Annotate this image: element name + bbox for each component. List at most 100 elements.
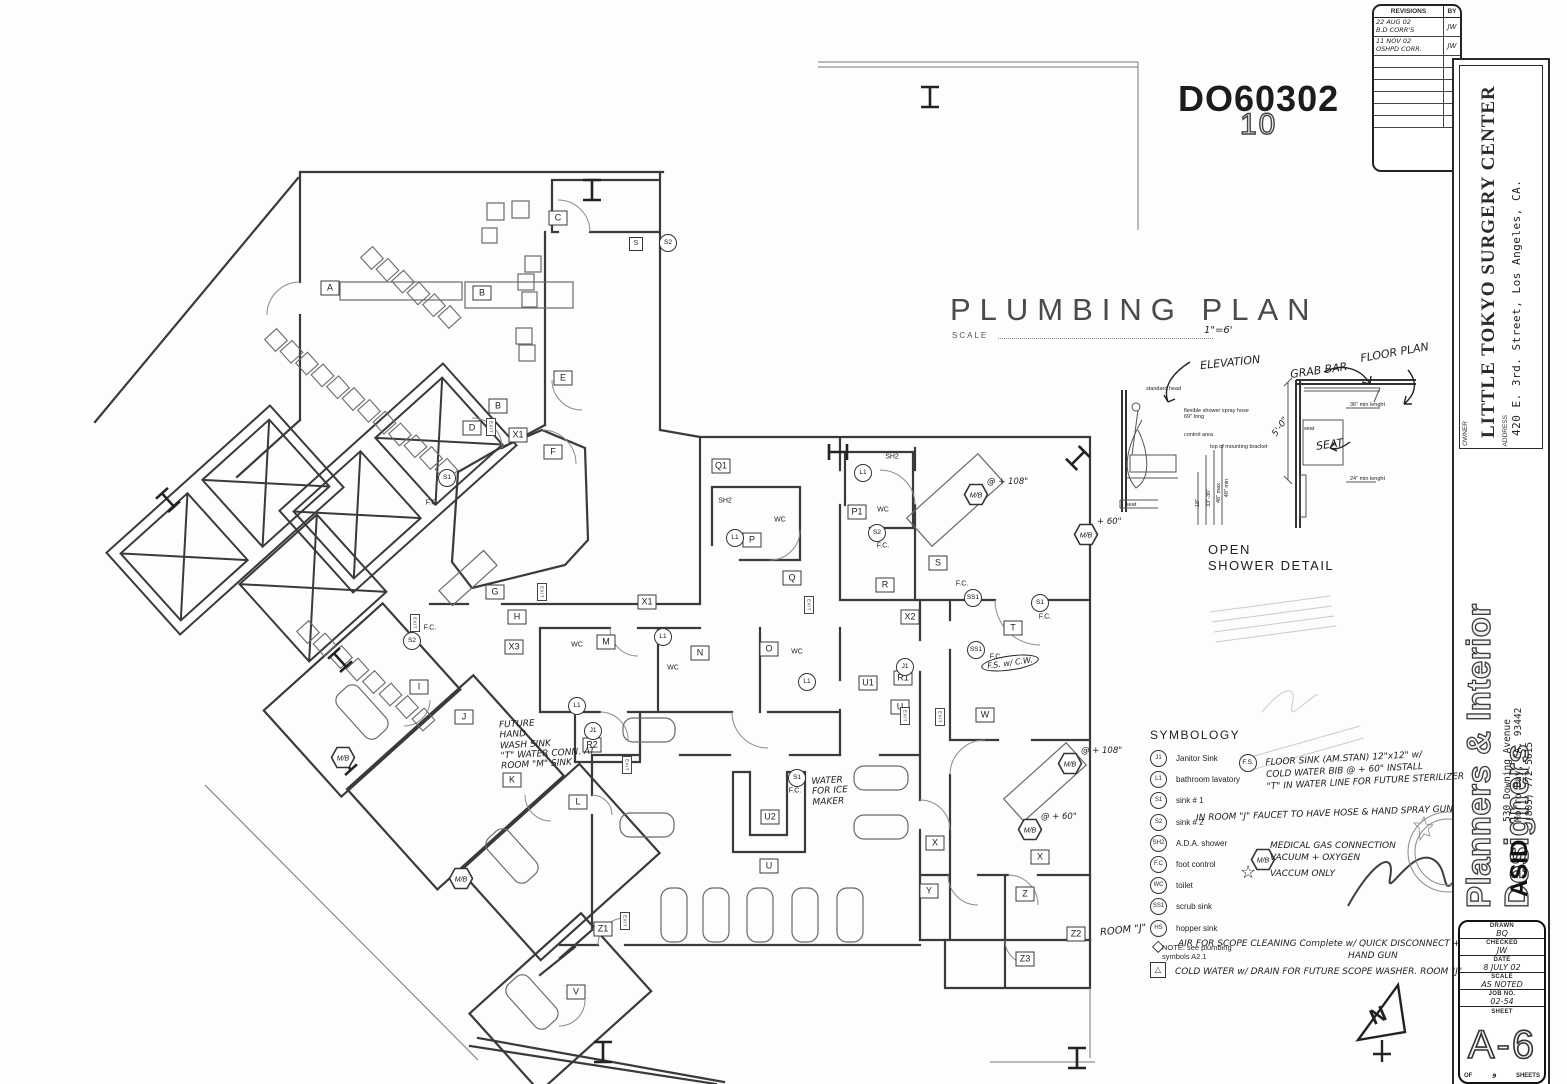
shower-standard-head-label: standard head [1146, 386, 1182, 392]
symbol-badge: F.C [1150, 855, 1167, 873]
revision-row-empty [1374, 116, 1460, 128]
symbology-item: L1 bathroom lavatory [1150, 771, 1450, 789]
revisions-title: REVISIONS [1374, 6, 1444, 17]
symbology-item: WC toilet [1150, 877, 1450, 895]
revision-row-empty [1374, 68, 1460, 80]
symbology-title: SYMBOLOGY [1150, 728, 1241, 742]
shower-seat-label: seat [1126, 502, 1137, 508]
diamond-icon: ◇ [1152, 938, 1165, 955]
scale-row: SCALE 1"=6' [952, 325, 1262, 340]
sheet-number: A-6 [1467, 1022, 1537, 1068]
firm-address-1: 530 Downing Avenue [1502, 719, 1513, 822]
of-value: 9 [1492, 1073, 1497, 1080]
dim-18: 18" [1195, 498, 1202, 508]
owner-label: OWNER [1462, 421, 1469, 446]
symbol-badge: HS [1150, 919, 1167, 937]
symbology-item: J1 Janitor Sink [1150, 750, 1450, 767]
revision-row-empty [1374, 104, 1460, 116]
title-block: OWNER LITTLE TOKYO SURGERY CENTER ADDRES… [1452, 58, 1550, 1084]
firm-block: Planners & Interior Designers 530 Downin… [1454, 452, 1548, 912]
symbol-badge: L1 [1150, 771, 1167, 789]
revision-row-empty [1374, 56, 1460, 68]
shower-detail: standard head flexible shower spray hose… [1118, 340, 1430, 590]
symbology-item: HS hopper sink [1150, 919, 1450, 937]
symbol-desc: scrub sink [1176, 902, 1213, 912]
svg-text:M/B: M/B [1257, 858, 1270, 865]
symbol-desc: A.D.A. shower [1176, 838, 1228, 848]
revisions-by-label: BY [1447, 8, 1457, 15]
vacuum-only-note: VACCUM ONLY [1270, 869, 1335, 879]
address-label: ADDRESS [1502, 414, 1509, 446]
shower-control-area-label: control area [1184, 432, 1214, 438]
star-icon: ☆ [1240, 862, 1257, 882]
shower-seat-label-2: seat [1304, 426, 1315, 432]
dim-48-min: 48" min [1224, 478, 1231, 498]
owner-box: OWNER LITTLE TOKYO SURGERY CENTER ADDRES… [1459, 65, 1543, 449]
dim-36-min: 36" min lenght [1350, 402, 1385, 408]
symbol-desc: sink # 1 [1176, 796, 1204, 806]
scale-rule [998, 338, 1213, 339]
owner-name: LITTLE TOKYO SURGERY CENTER [1478, 85, 1499, 438]
firm-address-3: (805) 772-5615 [1524, 741, 1535, 822]
symbol-badge: S2 [1150, 813, 1167, 831]
symbol-desc: toilet [1176, 881, 1193, 891]
symbol-badge: WC [1150, 877, 1167, 895]
drawn-label: DRAWN [1489, 923, 1515, 929]
shower-hose-label: flexible shower spray hose 69" long [1184, 408, 1249, 420]
asid-label: ASID [1506, 839, 1533, 897]
symbol-desc: hopper sink [1176, 923, 1218, 933]
checked-label: CHECKED [1486, 940, 1518, 946]
north-arrow: N [1355, 981, 1407, 1062]
shower-caption-detail: SHOWER DETAIL [1208, 558, 1335, 573]
shower-caption-open: OPEN [1208, 542, 1251, 557]
checked-value: JW [1496, 946, 1508, 955]
symbol-badge: SH2 [1150, 834, 1167, 852]
symbology-item: SS1 scrub sink [1150, 898, 1450, 916]
symbol-badge: SS1 [1150, 898, 1167, 916]
fs-symbol: F.S. [1239, 754, 1257, 772]
date-label: DATE [1493, 957, 1511, 963]
symbol-desc: foot control [1176, 859, 1216, 869]
symbol-desc: Janitor Sink [1176, 754, 1218, 763]
symbol-desc: sink # 2 [1176, 817, 1204, 827]
drawn-value: BQ [1496, 929, 1508, 938]
shower-bracket-label: top of mounting bracket [1210, 444, 1268, 450]
dim-24-min: 24" min lenght [1350, 476, 1385, 482]
symbol-badge: S1 [1150, 792, 1167, 810]
revision-row-empty [1374, 80, 1460, 92]
symbology-item: SH2 A.D.A. shower [1150, 834, 1450, 852]
dim-33-36: 33"-36" [1205, 489, 1212, 507]
drawing-number: DO60302 [1178, 78, 1340, 119]
dim-48-max: 48" max [1216, 483, 1222, 503]
revisions-header: REVISIONS BY [1374, 6, 1460, 18]
revision-row-empty [1374, 92, 1460, 104]
sheets-label: SHEETS [1515, 1073, 1540, 1079]
symbology-item: S1 sink # 1 [1150, 792, 1450, 810]
owner-address: 420 E. 3rd. Street, Los Angeles, CA. [1510, 179, 1523, 436]
symbol-badge: J1 [1150, 750, 1167, 767]
job-label: JOB NO. [1488, 991, 1516, 997]
scale-label-stamp: SCALE [1491, 974, 1513, 980]
of-label: OF [1464, 1073, 1473, 1079]
drawing-number-sub: 10 [1239, 107, 1278, 141]
scale-value: 1"=6' [1204, 325, 1233, 336]
symbol-desc: bathroom lavatory [1176, 775, 1241, 785]
symbology-item: F.C foot control [1150, 855, 1450, 873]
air-note: AIR FOR SCOPE CLEANING Complete w/ QUICK… [1178, 939, 1461, 962]
sheet-label: SHEET [1491, 1009, 1513, 1015]
firm-address-2: Morro Bay, CA. 93442 [1513, 707, 1524, 822]
job-value: 02-54 [1490, 997, 1514, 1006]
date-value: 8 JULY 02 [1483, 963, 1521, 972]
scale-label: SCALE [952, 331, 989, 340]
med-gas-note: MEDICAL GAS CONNECTION VACUUM + OXYGEN [1270, 841, 1396, 864]
cold-water-note: COLD WATER w/ DRAIN FOR FUTURE SCOPE WAS… [1175, 967, 1463, 977]
stamp-block: DRAWN BQ CHECKED JW DATE 8 JULY 02 SCALE… [1458, 920, 1546, 1084]
symbology-note: NOTE: see plumbing symbols A2.1 [1162, 942, 1232, 962]
triangle-square-icon: △ [1150, 962, 1166, 978]
